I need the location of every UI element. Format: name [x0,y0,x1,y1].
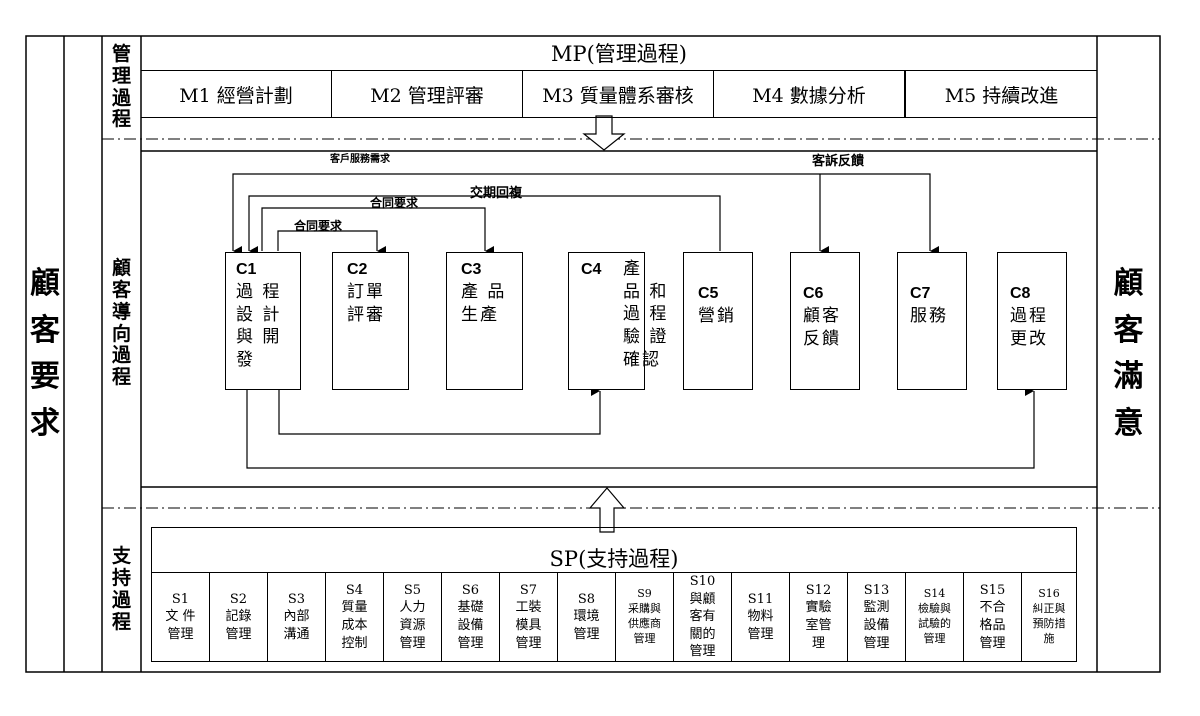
mp-items-row: M1 經營計劃 M2 管理評審 M3 質量體系審核 M4 數據分析 M5 持續改… [141,70,1097,118]
process-label: 營銷 [698,305,736,326]
sp-label: 質量 成本 控制 [341,600,368,651]
process-c2-box: C2 訂單 評審 [332,252,409,390]
sp-item-s6: S6 基礎 設備 管理 [442,573,500,661]
process-label: 產 品 和 過 程 驗 證 確認 [623,258,669,371]
sp-panel: SP(支持過程) S1 文 件 管理 S2 記錄 管理 S3 內部 溝通 S4 質量 成… [151,527,1077,662]
process-c3-box: C3 產 品 生產 [446,252,523,390]
mp-item-m3: M3 質量體系審核 [523,71,714,117]
sp-label: 內部 溝通 [283,609,310,642]
sp-code: S11 [747,591,774,607]
process-c8-box: C8 過程 更改 [997,252,1067,390]
flow-label-customer-service-requirement: 客戶服務需求 [330,154,390,165]
mp-item-m2: M2 管理評審 [332,71,523,117]
sp-item-s3: S3 內部 溝通 [268,573,326,661]
sp-label: 物料 管理 [747,609,774,642]
process-c7-box: C7 服務 [897,252,967,390]
sp-label: 文 件 管理 [165,609,196,642]
process-code: C2 [347,261,368,278]
process-code: C8 [1010,285,1031,302]
sp-code: S16 [1038,587,1060,601]
process-code: C4 [581,261,602,278]
sp-label: 與顧 客有 關的 管理 [689,591,716,660]
mp-item-m4: M4 數據分析 [714,71,905,117]
sp-code: S1 [171,591,190,607]
customer-requirements-label: 顧客 要求 [30,266,60,441]
sp-code: S8 [577,591,596,607]
sp-label: 環境 管理 [573,609,600,642]
management-process-side-label: 管理 過程 [111,42,131,131]
sp-code: S9 [637,587,652,601]
process-code: C7 [910,285,931,302]
sp-code: S5 [403,582,422,598]
sp-code: S2 [229,591,248,607]
flow-label-contract-requirement-1: 合同要求 [370,196,419,210]
process-label: 服務 [910,305,948,326]
sp-label: 不合 格品 管理 [979,600,1006,651]
sp-item-s8: S8 環境 管理 [558,573,616,661]
process-code: C6 [803,285,824,302]
customer-satisfaction-label: 顧客 滿意 [1113,266,1144,441]
sp-label: 基礎 設備 管理 [457,600,484,651]
sp-code: S13 [863,582,890,598]
flow-label-delivery-reply: 交期回複 [470,186,523,201]
sp-code: S3 [287,591,306,607]
customer-oriented-process-side-label: 顧客 導向 過程 [111,256,131,389]
process-label: 顧客 反饋 [803,305,841,349]
process-code: C1 [236,261,257,278]
sp-label: 糾正與 預防措 施 [1032,602,1066,645]
mp-item-m1: M1 經營計劃 [141,71,332,117]
sp-label: 工裝 模具 管理 [515,600,542,651]
process-label: 產 品 生產 [461,281,507,325]
process-label: 過程 更改 [1010,305,1048,349]
sp-code: S6 [461,582,480,598]
process-c6-box: C6 顧客 反饋 [790,252,860,390]
sp-item-s15: S15 不合 格品 管理 [964,573,1022,661]
mp-title: MP(管理過程) [550,42,688,66]
sp-item-s5: S5 人力 資源 管理 [384,573,442,661]
sp-item-s7: S7 工裝 模具 管理 [500,573,558,661]
process-c5-box: C5 營銷 [683,252,753,390]
sp-items-row: S1 文 件 管理 S2 記錄 管理 S3 內部 溝通 S4 質量 成本 控制 S5 人力… [152,572,1076,661]
support-process-side-label: 支持 過程 [111,545,131,633]
sp-label: 記錄 管理 [225,609,252,642]
process-c1-box: C1 過 程 設 計 與 開 發 [225,252,301,390]
sp-code: S15 [979,582,1006,598]
sp-item-s1: S1 文 件 管理 [152,573,210,661]
process-code: C3 [461,261,482,278]
process-c4-box: C4 產 品 和 過 程 驗 證 確認 [568,252,669,390]
sp-code: S14 [923,587,946,601]
sp-label: 檢驗與 試驗的 管理 [918,602,951,645]
sp-item-s13: S13 監測 設備 管理 [848,573,906,661]
sp-item-s2: S2 記錄 管理 [210,573,268,661]
sp-label: 實驗 室管 理 [805,600,832,651]
sp-item-s4: S4 質量 成本 控制 [326,573,384,661]
process-label: 過 程 設 計 與 開 發 [236,281,282,371]
sp-label: 人力 資源 管理 [399,600,426,651]
process-label: 訂單 評審 [347,281,385,325]
sp-label: 監測 設備 管理 [863,600,890,651]
sp-title: SP(支持過程) [549,547,679,571]
sp-code: S10 [689,574,716,590]
flow-label-customer-complaint-feedback: 客訴反饋 [812,154,865,169]
sp-item-s11: S11 物料 管理 [732,573,790,661]
mp-item-m5: M5 持續改進 [905,71,1097,117]
sp-item-s12: S12 實驗 室管 理 [790,573,848,661]
process-code: C5 [698,285,719,302]
flow-label-contract-requirement-2: 合同要求 [294,219,343,233]
sp-label: 采購與 供應商 管理 [628,602,661,645]
sp-code: S4 [345,582,364,598]
sp-code: S12 [805,582,832,598]
sp-code: S7 [519,582,538,598]
